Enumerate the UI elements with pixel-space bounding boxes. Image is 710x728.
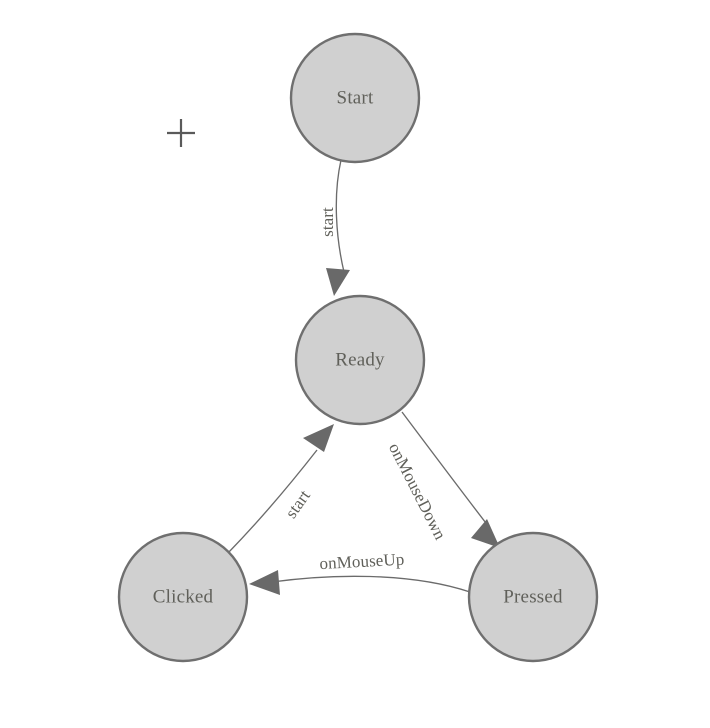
node-clicked[interactable]: Clicked [117, 531, 249, 663]
node-pressed[interactable]: Pressed [467, 531, 599, 663]
edge-pressed-to-clicked-path [271, 575, 471, 593]
node-clicked-label: Clicked [153, 586, 214, 607]
node-pressed-label: Pressed [503, 586, 563, 607]
node-ready[interactable]: Ready [294, 294, 426, 426]
edge-start-to-ready-arrowhead [326, 268, 350, 296]
edge-clicked-to-ready-label: start [281, 486, 314, 521]
edge-start-to-ready[interactable]: start [318, 159, 350, 296]
edge-ready-to-pressed-arrowhead [471, 519, 500, 548]
edge-start-to-ready-path [335, 159, 345, 273]
edge-ready-to-pressed-label: onMouseDown [385, 440, 450, 543]
node-start-label: Start [337, 87, 374, 108]
edge-pressed-to-clicked-label: onMouseUp [319, 550, 405, 573]
edge-clicked-to-ready[interactable]: start [227, 424, 334, 554]
edge-start-to-ready-label: start [318, 207, 337, 237]
edge-clicked-to-ready-path [227, 449, 318, 554]
node-ready-circle[interactable] [294, 294, 426, 426]
node-pressed-circle[interactable] [467, 531, 599, 663]
edge-clicked-to-ready-arrowhead [303, 424, 334, 452]
edge-ready-to-pressed[interactable]: onMouseDown [385, 411, 500, 548]
node-clicked-circle[interactable] [117, 531, 249, 663]
edge-ready-to-pressed-path [401, 411, 490, 528]
edge-pressed-to-clicked-arrowhead [249, 570, 280, 595]
node-ready-label: Ready [335, 349, 385, 370]
crosshair-icon [167, 119, 195, 147]
node-start-circle[interactable] [289, 32, 421, 164]
node-start[interactable]: Start [289, 32, 421, 164]
edge-pressed-to-clicked[interactable]: onMouseUp [249, 550, 471, 595]
